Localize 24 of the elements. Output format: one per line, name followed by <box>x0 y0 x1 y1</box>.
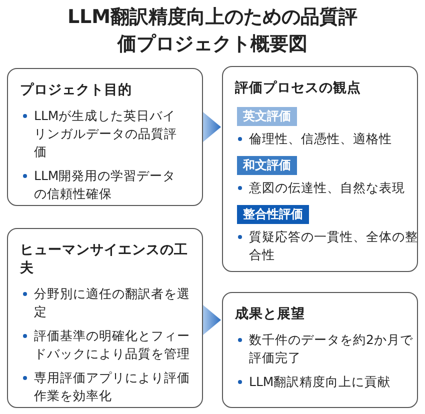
heading: 評価プロセスの観点 <box>235 79 362 97</box>
category-tag: 和文評価 <box>237 156 297 175</box>
bullet-item: 意図の伝達性、自然な表現 <box>235 179 425 197</box>
bullet-item: LLM翻訳精度向上に貢献 <box>235 373 419 391</box>
bullet-item: 質疑応答の一貫性、全体の整合性 <box>235 228 425 264</box>
category-tag: 英文評価 <box>237 107 297 126</box>
chevron-arrow <box>203 305 221 335</box>
chevron-arrow <box>203 112 221 142</box>
bullet-item: LLM開発用の学習データの信頼性確保 <box>20 167 184 203</box>
card-box <box>222 292 418 408</box>
bullet-item: 評価基準の明確化とフィードバックにより品質を管理 <box>20 327 194 363</box>
bullet-item: LLMが生成した英日バイリンガルデータの品質評価 <box>20 107 184 161</box>
heading: 成果と展望 <box>235 305 306 323</box>
card-box <box>7 68 203 206</box>
category-tag: 整合性評価 <box>237 205 309 224</box>
card-box <box>222 66 418 272</box>
heading: ヒューマンサイエンスの工夫 <box>20 241 189 277</box>
bullet-item: 専用評価アプリにより評価作業を効率化 <box>20 369 194 405</box>
bullet-item: 分野別に適任の翻訳者を選定 <box>20 285 194 321</box>
title: LLM翻訳精度向上のための品質評価プロジェクト概要図 <box>66 5 359 57</box>
heading: プロジェクト目的 <box>20 81 133 99</box>
bullet-item: 倫理性、信憑性、適格性 <box>235 130 425 148</box>
card-box <box>7 228 203 408</box>
bullet-item: 数千件のデータを約2か月で評価完了 <box>235 331 419 367</box>
